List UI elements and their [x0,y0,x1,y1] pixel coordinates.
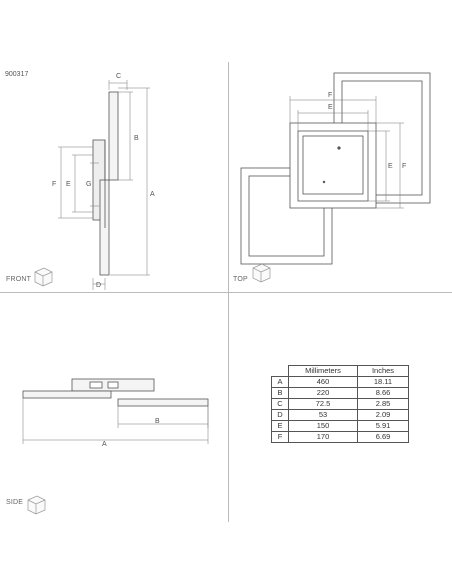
front-dim-A: A [150,191,155,198]
table-corner-cell [271,365,289,377]
horizontal-divider [0,292,452,293]
dim-key: E [271,420,289,432]
table-header-row: Millimeters Inches [271,365,409,377]
side-long-panel [22,390,112,399]
model-number: 900317 [5,71,29,78]
top-dim-F-horizontal: F [328,92,332,99]
dim-key: D [271,409,289,421]
front-dim-C: C [116,73,121,80]
table-row: C 72.5 2.85 [271,398,409,410]
front-view-drawing: C B A F E G D [34,73,155,290]
dim-inches: 2.85 [357,398,409,410]
front-dim-B: B [134,135,139,142]
dim-millimeters: 150 [288,420,358,432]
front-cube-icon [34,267,53,287]
side-short-panel [117,398,209,407]
top-view-label: TOP [233,276,248,283]
side-dim-A: A [102,441,107,448]
front-upper-panel [108,91,119,181]
table-row: F 170 6.69 [271,431,409,443]
front-dim-D: D [96,282,101,289]
table-row: D 53 2.09 [271,409,409,421]
dimensions-table: Millimeters Inches A 460 18.11 B 220 8.6… [271,365,409,443]
side-dim-B: B [155,418,160,425]
table-header-millimeters: Millimeters [288,365,358,377]
top-dim-E-vertical: E [388,163,393,170]
side-cube-icon [27,495,46,515]
top-cube-icon [252,263,271,283]
top-lower-frame [240,167,333,265]
dim-millimeters: 220 [288,387,358,399]
dim-millimeters: 170 [288,431,358,443]
dim-key: A [271,376,289,388]
dim-key: F [271,431,289,443]
table-header-inches: Inches [357,365,409,377]
front-dim-F: F [52,181,56,188]
side-view-drawing: B A [22,378,209,515]
front-view-label: FRONT [6,276,32,283]
dim-key: C [271,398,289,410]
table-row: B 220 8.66 [271,387,409,399]
dim-inches: 8.66 [357,387,409,399]
dim-millimeters: 72.5 [288,398,358,410]
top-dim-F-vertical: F [402,163,406,170]
dim-millimeters: 53 [288,409,358,421]
front-dim-E: E [66,181,71,188]
dim-inches: 6.69 [357,431,409,443]
dim-inches: 18.11 [357,376,409,388]
dim-millimeters: 460 [288,376,358,388]
table-row: E 150 5.91 [271,420,409,432]
top-view-drawing: F E E F [240,72,431,283]
top-dim-E-horizontal: E [328,104,333,111]
front-lower-panel [99,179,110,276]
dim-inches: 2.09 [357,409,409,421]
dim-inches: 5.91 [357,420,409,432]
dim-key: B [271,387,289,399]
side-view-label: SIDE [6,499,24,506]
front-dim-G: G [86,181,91,188]
table-row: A 460 18.11 [271,376,409,388]
